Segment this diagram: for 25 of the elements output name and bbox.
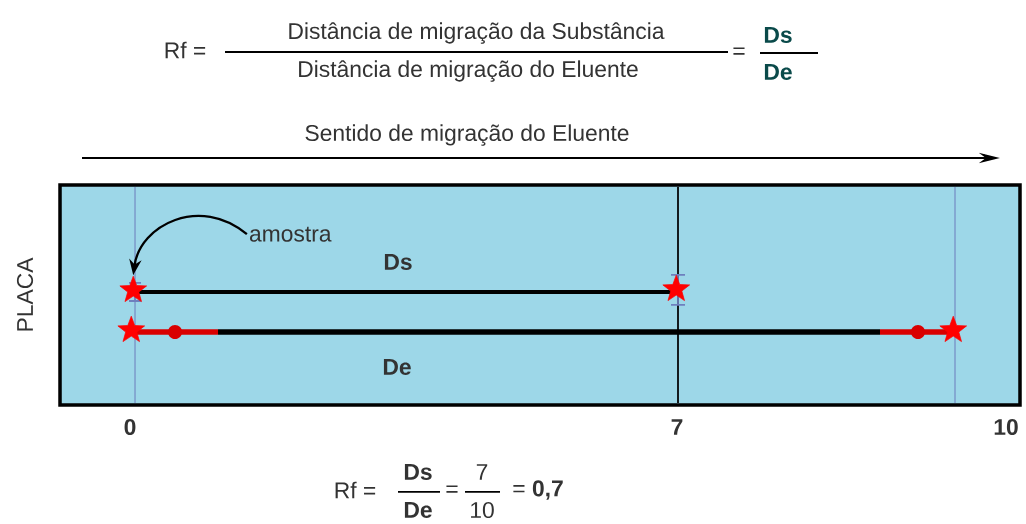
formula-text: Rf = — [165, 41, 206, 59]
formula-text: Distância de migração do Eluente — [299, 60, 638, 82]
formula-text: 10 — [471, 501, 494, 519]
plate-label: PLACA — [16, 257, 34, 331]
formula-text: Ds — [404, 464, 432, 480]
formula-text: = 0,7 — [513, 480, 563, 500]
distance-label: De — [383, 359, 411, 375]
formula-text: Distância de migração da Substância — [289, 22, 665, 44]
formula-text: = — [446, 485, 458, 493]
tick-label: 0 — [124, 418, 136, 436]
spot-marker — [117, 315, 145, 342]
formula-text: De — [764, 64, 792, 80]
spot-marker — [939, 315, 967, 342]
formula-text: Rf = — [335, 481, 376, 499]
tick-label: 10 — [994, 418, 1018, 436]
spot-marker — [662, 274, 690, 301]
axis-title: Sentido de migração do Eluente — [305, 124, 629, 146]
distance-label: Ds — [384, 254, 412, 270]
sample-label: amostra — [249, 226, 332, 242]
formula-text: De — [404, 502, 432, 518]
formula-text: Ds — [764, 27, 792, 43]
tick-label: 7 — [671, 419, 683, 435]
formula-text: 7 — [476, 464, 488, 480]
spot-marker — [119, 275, 147, 302]
formula-text: = — [733, 47, 745, 55]
